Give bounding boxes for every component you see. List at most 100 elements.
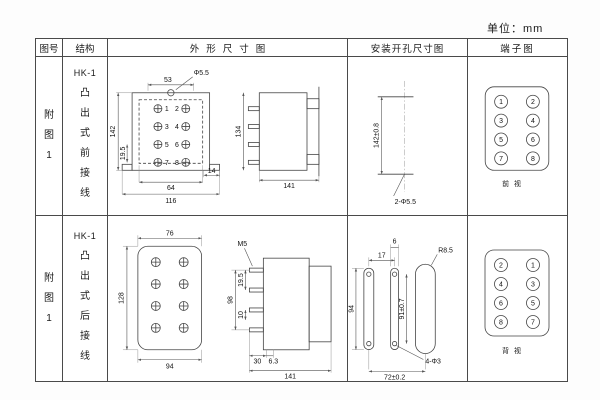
row1-terminal-cell: 1 2 3 4 5 6 7 8 前视 <box>468 57 567 216</box>
svg-text:3: 3 <box>165 124 169 131</box>
side-view <box>247 86 320 177</box>
svg-text:5: 5 <box>165 142 169 149</box>
rear-screws <box>150 257 189 333</box>
header-terminal: 端子图 <box>468 39 567 57</box>
dim-141-rear: 141 <box>284 374 296 381</box>
row2-fig-label: 附图1 <box>44 272 54 324</box>
row2-structure-cell: HK-1 凸出式后接线 <box>63 216 108 381</box>
row2-outline-cell: 76 128 94 M5 98 19.5 10 <box>108 216 348 381</box>
terminal-circles <box>494 258 540 329</box>
dim-30: 30 <box>253 359 261 366</box>
row1-fig-cell: 附图1 <box>36 57 63 216</box>
front-view-rear <box>137 245 203 351</box>
terminal-diagram-rear-view: 2 1 4 3 6 5 8 7 背视 <box>484 249 550 355</box>
svg-text:4: 4 <box>175 124 179 131</box>
outline-diagram-front-wiring: 1 2 3 4 5 6 7 8 53 Φ5.5 142 19.5 14 64 <box>110 70 320 205</box>
svg-text:1: 1 <box>531 263 535 270</box>
header-terminal-label: 端子图 <box>500 43 535 55</box>
header-outline-label: 外形尺寸图 <box>189 43 273 55</box>
svg-text:5: 5 <box>499 137 503 144</box>
dim-94-mount: 94 <box>348 305 355 313</box>
terminal-circle-numbers: 1 2 3 4 5 6 7 8 <box>499 99 535 163</box>
row2-structure-label: 凸出式后接线 <box>80 250 90 362</box>
svg-text:7: 7 <box>165 160 169 167</box>
dim-116: 116 <box>165 198 176 205</box>
side-view-rear <box>249 257 332 351</box>
dim-76: 76 <box>166 230 174 237</box>
terminal-numbers: 1 2 3 4 5 6 7 8 <box>165 106 179 167</box>
row2-model-label: HK-1 <box>73 230 97 241</box>
svg-text:6: 6 <box>531 137 535 144</box>
dim-141: 141 <box>283 183 295 190</box>
svg-text:8: 8 <box>175 160 179 167</box>
dim-91-tol: 91±0.7 <box>399 298 406 319</box>
header-mounting-label: 安装开孔尺寸图 <box>370 43 445 55</box>
row1-mounting-cell: 142±0.8 2-Φ5.5 <box>348 57 468 216</box>
svg-text:1: 1 <box>499 99 503 106</box>
dim-6-3: 6.3 <box>268 359 278 366</box>
svg-text:8: 8 <box>499 320 503 327</box>
hole-center-marks <box>377 96 414 175</box>
terminal-circle-numbers: 2 1 4 3 6 5 8 7 <box>499 263 535 327</box>
row1-outline-cell: 1 2 3 4 5 6 7 8 53 Φ5.5 142 19.5 14 64 <box>108 57 348 216</box>
row1-structure-cell: HK-1 凸出式前接线 <box>63 57 108 216</box>
header-outline: 外形尺寸图 <box>108 39 348 57</box>
view-caption-rear: 背视 <box>502 346 526 355</box>
header-fig-no: 图号 <box>36 39 63 57</box>
unit-label: 单位：mm <box>487 23 544 35</box>
row1-model-label: HK-1 <box>73 68 97 78</box>
dim-6: 6 <box>393 238 397 245</box>
view-caption-front: 前视 <box>502 179 526 188</box>
svg-text:2: 2 <box>499 263 503 270</box>
outline-diagram-rear-wiring: 76 128 94 M5 98 19.5 10 <box>118 230 332 381</box>
terminal-circles <box>494 94 540 166</box>
dim-10: 10 <box>238 311 245 319</box>
dim-142: 142 <box>110 126 117 138</box>
dim-128: 128 <box>118 292 125 304</box>
row2-terminal-cell: 2 1 4 3 6 5 8 7 背视 <box>468 216 567 381</box>
holes-4-d3: 4-Φ3 <box>425 358 441 365</box>
dim-hole-label: Φ5.5 <box>194 70 209 77</box>
dim-94: 94 <box>166 364 174 371</box>
header-mounting: 安装开孔尺寸图 <box>348 39 468 57</box>
dim-53: 53 <box>164 77 172 84</box>
spec-table: 图号 结构 外形尺寸图 安装开孔尺寸图 端子图 附图1 HK-1 凸出式前接线 <box>35 38 568 382</box>
dim-142-tol: 142±0.8 <box>374 123 381 148</box>
dim-m5: M5 <box>237 241 247 248</box>
svg-text:6: 6 <box>499 301 503 308</box>
dim-17: 17 <box>378 252 386 259</box>
dim-64: 64 <box>167 185 175 192</box>
row2-mounting-cell: 17 6 R8.5 94 91±0.7 4-Φ3 72±0.2 <box>348 216 468 381</box>
svg-text:4: 4 <box>499 282 503 289</box>
svg-text:6: 6 <box>175 142 179 149</box>
row2-fig-cell: 附图1 <box>36 216 63 381</box>
svg-text:1: 1 <box>165 106 169 113</box>
dim-19-5-rear: 19.5 <box>238 273 245 287</box>
svg-text:5: 5 <box>531 301 535 308</box>
dim-14: 14 <box>208 168 216 175</box>
svg-text:3: 3 <box>499 118 503 125</box>
header-structure-label: 结构 <box>75 43 95 55</box>
header-structure: 结构 <box>63 39 108 57</box>
dim-134: 134 <box>235 126 242 138</box>
mounting-hole-diagram-rear: 17 6 R8.5 94 91±0.7 4-Φ3 72±0.2 <box>348 238 453 381</box>
row1-fig-label: 附图1 <box>44 110 54 161</box>
mounting-hole-diagram-front: 142±0.8 2-Φ5.5 <box>374 80 416 206</box>
terminal-screws <box>153 104 191 167</box>
dim-98: 98 <box>227 296 234 304</box>
terminal-diagram-front-view: 1 2 3 4 5 6 7 8 前视 <box>484 86 550 188</box>
svg-text:7: 7 <box>499 156 503 163</box>
holes-2-d5-5: 2-Φ5.5 <box>395 199 416 206</box>
svg-text:7: 7 <box>531 320 535 327</box>
svg-text:4: 4 <box>531 118 535 125</box>
row1-structure-label: 凸出式前接线 <box>80 88 90 199</box>
svg-text:8: 8 <box>531 156 535 163</box>
dim-19-5: 19.5 <box>120 147 127 161</box>
svg-text:3: 3 <box>531 282 535 289</box>
header-fig-label: 图号 <box>39 43 59 55</box>
svg-text:2: 2 <box>531 99 535 106</box>
svg-text:2: 2 <box>175 106 179 113</box>
front-view <box>121 89 220 171</box>
dim-72-tol: 72±0.2 <box>384 374 405 381</box>
dim-r8-5: R8.5 <box>438 247 453 254</box>
